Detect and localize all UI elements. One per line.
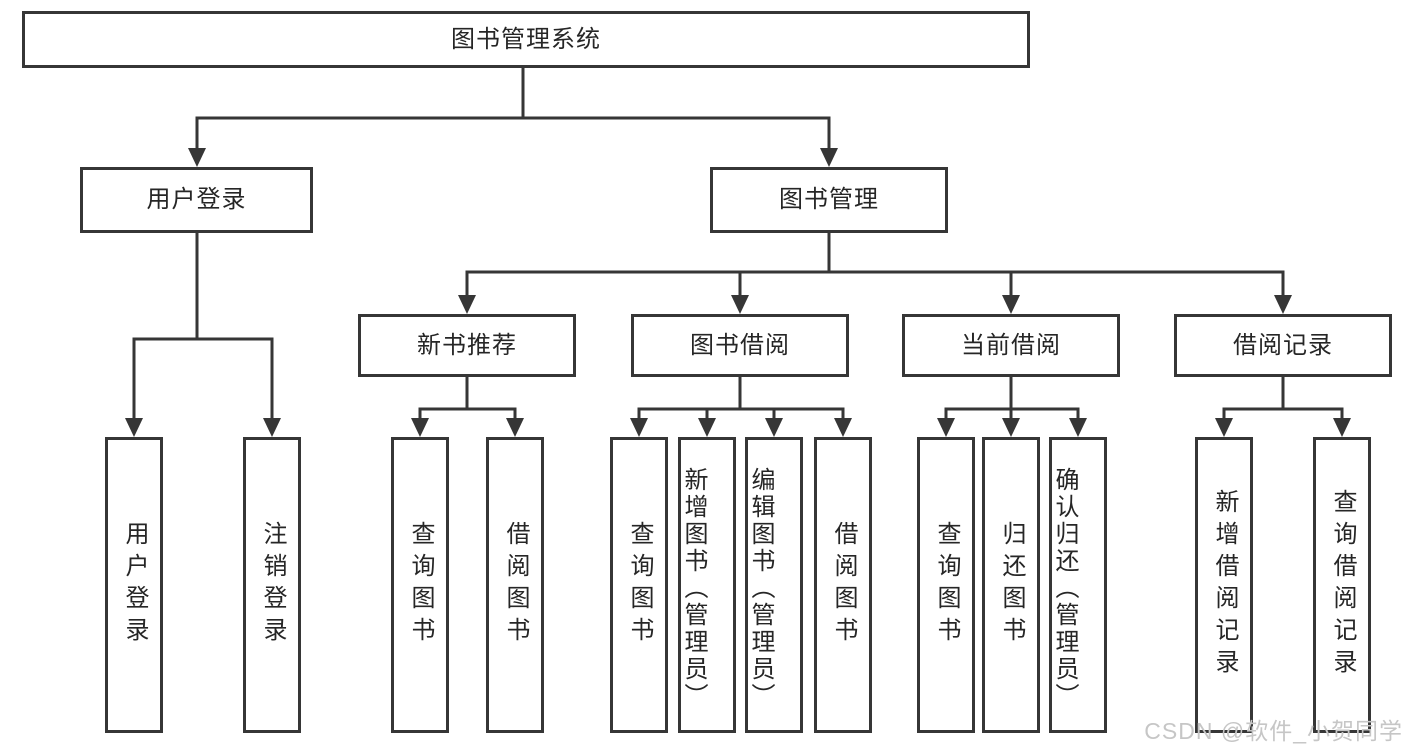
- connector-root-to-level1: [188, 68, 838, 167]
- node-borrowing-records: 借阅记录: [1174, 314, 1392, 377]
- leaf-borrow-books: 借阅图书: [486, 437, 544, 733]
- leaf-label: 借阅图书: [502, 521, 529, 649]
- watermark-text: CSDN @软件_小贺同学: [1144, 718, 1403, 744]
- node-label: 用户登录: [146, 186, 247, 213]
- leaf-label: 注销登录: [259, 521, 286, 649]
- leaf-label: 借阅图书: [830, 521, 857, 649]
- leaf-label: 编辑图书（管理员）: [747, 466, 774, 710]
- node-label: 图书管理: [779, 186, 879, 213]
- connector-currentborrow-children: [937, 377, 1087, 437]
- leaf-edit-books-admin: 编辑图书（管理员）: [745, 437, 803, 733]
- node-library-system: 图书管理系统: [22, 11, 1030, 68]
- leaf-query-books: 查询图书: [391, 437, 449, 733]
- leaf-label: 用户登录: [121, 521, 148, 649]
- leaf-label: 查询图书: [626, 521, 653, 649]
- connector-borrowrecords-children: [1215, 377, 1351, 437]
- leaf-label: 查询图书: [933, 521, 960, 649]
- node-book-management: 图书管理: [710, 167, 948, 233]
- node-label: 图书借阅: [690, 331, 790, 359]
- leaf-query-borrow-record: 查询借阅记录: [1313, 437, 1371, 733]
- leaf-return-books: 归还图书: [982, 437, 1040, 733]
- leaf-label: 确认归还（管理员）: [1051, 466, 1078, 710]
- leaf-borrow-books: 借阅图书: [814, 437, 872, 733]
- leaf-query-books: 查询图书: [610, 437, 668, 733]
- connector-bookborrow-children: [630, 377, 852, 437]
- leaf-label: 查询借阅记录: [1329, 489, 1356, 681]
- leaf-label: 查询图书: [407, 521, 434, 649]
- node-label: 新书推荐: [417, 331, 517, 359]
- leaf-add-books-admin: 新增图书（管理员）: [678, 437, 736, 733]
- leaf-add-borrow-record: 新增借阅记录: [1195, 437, 1253, 733]
- leaf-query-books: 查询图书: [917, 437, 975, 733]
- node-new-book-recommendation: 新书推荐: [358, 314, 576, 377]
- leaf-logout: 注销登录: [243, 437, 301, 733]
- leaf-confirm-return-admin: 确认归还（管理员）: [1049, 437, 1107, 733]
- node-label: 当前借阅: [961, 331, 1061, 359]
- leaf-label: 新增借阅记录: [1211, 489, 1238, 681]
- node-current-borrowing: 当前借阅: [902, 314, 1120, 377]
- node-book-borrowing: 图书借阅: [631, 314, 849, 377]
- leaf-user-login: 用户登录: [105, 437, 163, 733]
- node-user-login: 用户登录: [80, 167, 313, 233]
- leaf-label: 归还图书: [998, 521, 1025, 649]
- node-label: 图书管理系统: [451, 25, 601, 53]
- connector-userlogin-children: [125, 233, 281, 437]
- node-label: 借阅记录: [1233, 331, 1333, 359]
- connector-newbooks-children: [411, 377, 524, 437]
- leaf-label: 新增图书（管理员）: [680, 466, 707, 710]
- connector-bookmgmt-to-level2: [458, 233, 1292, 314]
